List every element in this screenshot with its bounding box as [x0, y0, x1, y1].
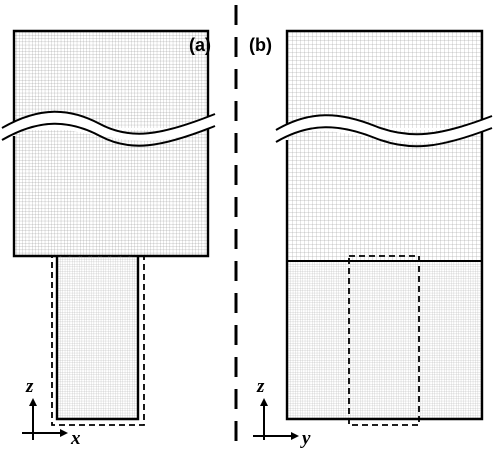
panel-b-lower-block [287, 261, 482, 419]
panel-b-break-line-bottom [275, 126, 493, 148]
panel-a: (a) z x [1, 29, 216, 449]
panel-a-z-axis-label: z [25, 376, 34, 397]
panel-b-break-band [276, 115, 492, 143]
panel-a-label: (a) [189, 35, 211, 55]
panel-b-outline [285, 29, 484, 421]
panel-a-upper-block-bottom [14, 130, 208, 256]
panel-b-y-axis-label: y [300, 428, 311, 449]
panel-b-break-line-top [275, 114, 493, 136]
panel-a-break-line-bottom [1, 122, 216, 147]
panel-b-z-axis-label: z [256, 376, 265, 397]
panel-a-axes: z x [22, 376, 81, 449]
panel-a-x-axis-label: x [70, 428, 81, 449]
panel-b-upper-top [287, 31, 482, 128]
panel-b: (b) z y [249, 29, 493, 449]
panel-b-upper-bottom [287, 130, 482, 261]
panel-b-dashed-region [348, 255, 420, 426]
panel-a-dashed-region [51, 255, 145, 426]
panel-a-break-line-top [1, 110, 216, 135]
panel-a-lower-block [57, 256, 138, 419]
panel-b-axes: z y [253, 376, 311, 449]
panel-a-break-band [2, 111, 215, 141]
panel-b-label: (b) [249, 35, 272, 55]
panel-a-lower-block-outline [55, 256, 140, 421]
